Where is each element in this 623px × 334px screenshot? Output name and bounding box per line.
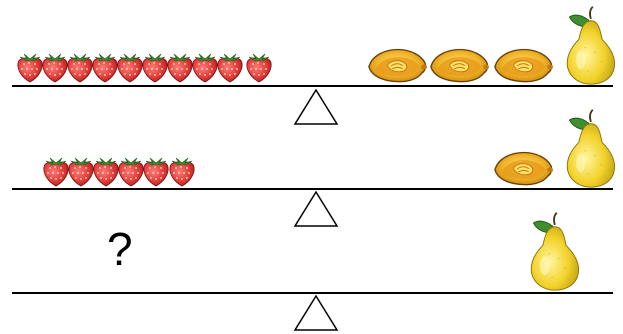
strawberry-icon [69,158,93,186]
strawberry-group [44,158,194,186]
strawberry-group [18,54,271,82]
strawberry-icon [43,54,67,82]
strawberry-icon [18,54,42,82]
strawberry-icon [168,54,192,82]
strawberry-icon [170,158,194,186]
lemon-icon [495,153,553,185]
strawberry-icon [118,54,142,82]
strawberry-icon [93,54,117,82]
balance-row-2 [12,110,615,226]
strawberry-icon [94,158,118,186]
strawberry-icon [68,54,92,82]
strawberry-icon [218,54,242,82]
strawberry-icon [143,54,167,82]
pear-icon [531,213,578,290]
strawberry-icon [119,158,143,186]
lemon-icon [431,50,489,82]
balance-row-3 [12,213,613,330]
strawberry-icon [193,54,217,82]
lemon-icon [495,50,553,82]
pear-icon [567,110,614,187]
strawberry-icon [144,158,168,186]
strawberry-icon [44,158,68,186]
pear-icon [567,7,614,84]
strawberry-icon [247,54,271,82]
lemon-icon [369,50,427,82]
balance-row-1 [12,7,615,124]
question-mark: ? [107,226,133,272]
fulcrum-triangle [295,296,337,330]
fulcrum-triangle [295,192,337,226]
fulcrum-triangle [295,90,337,124]
